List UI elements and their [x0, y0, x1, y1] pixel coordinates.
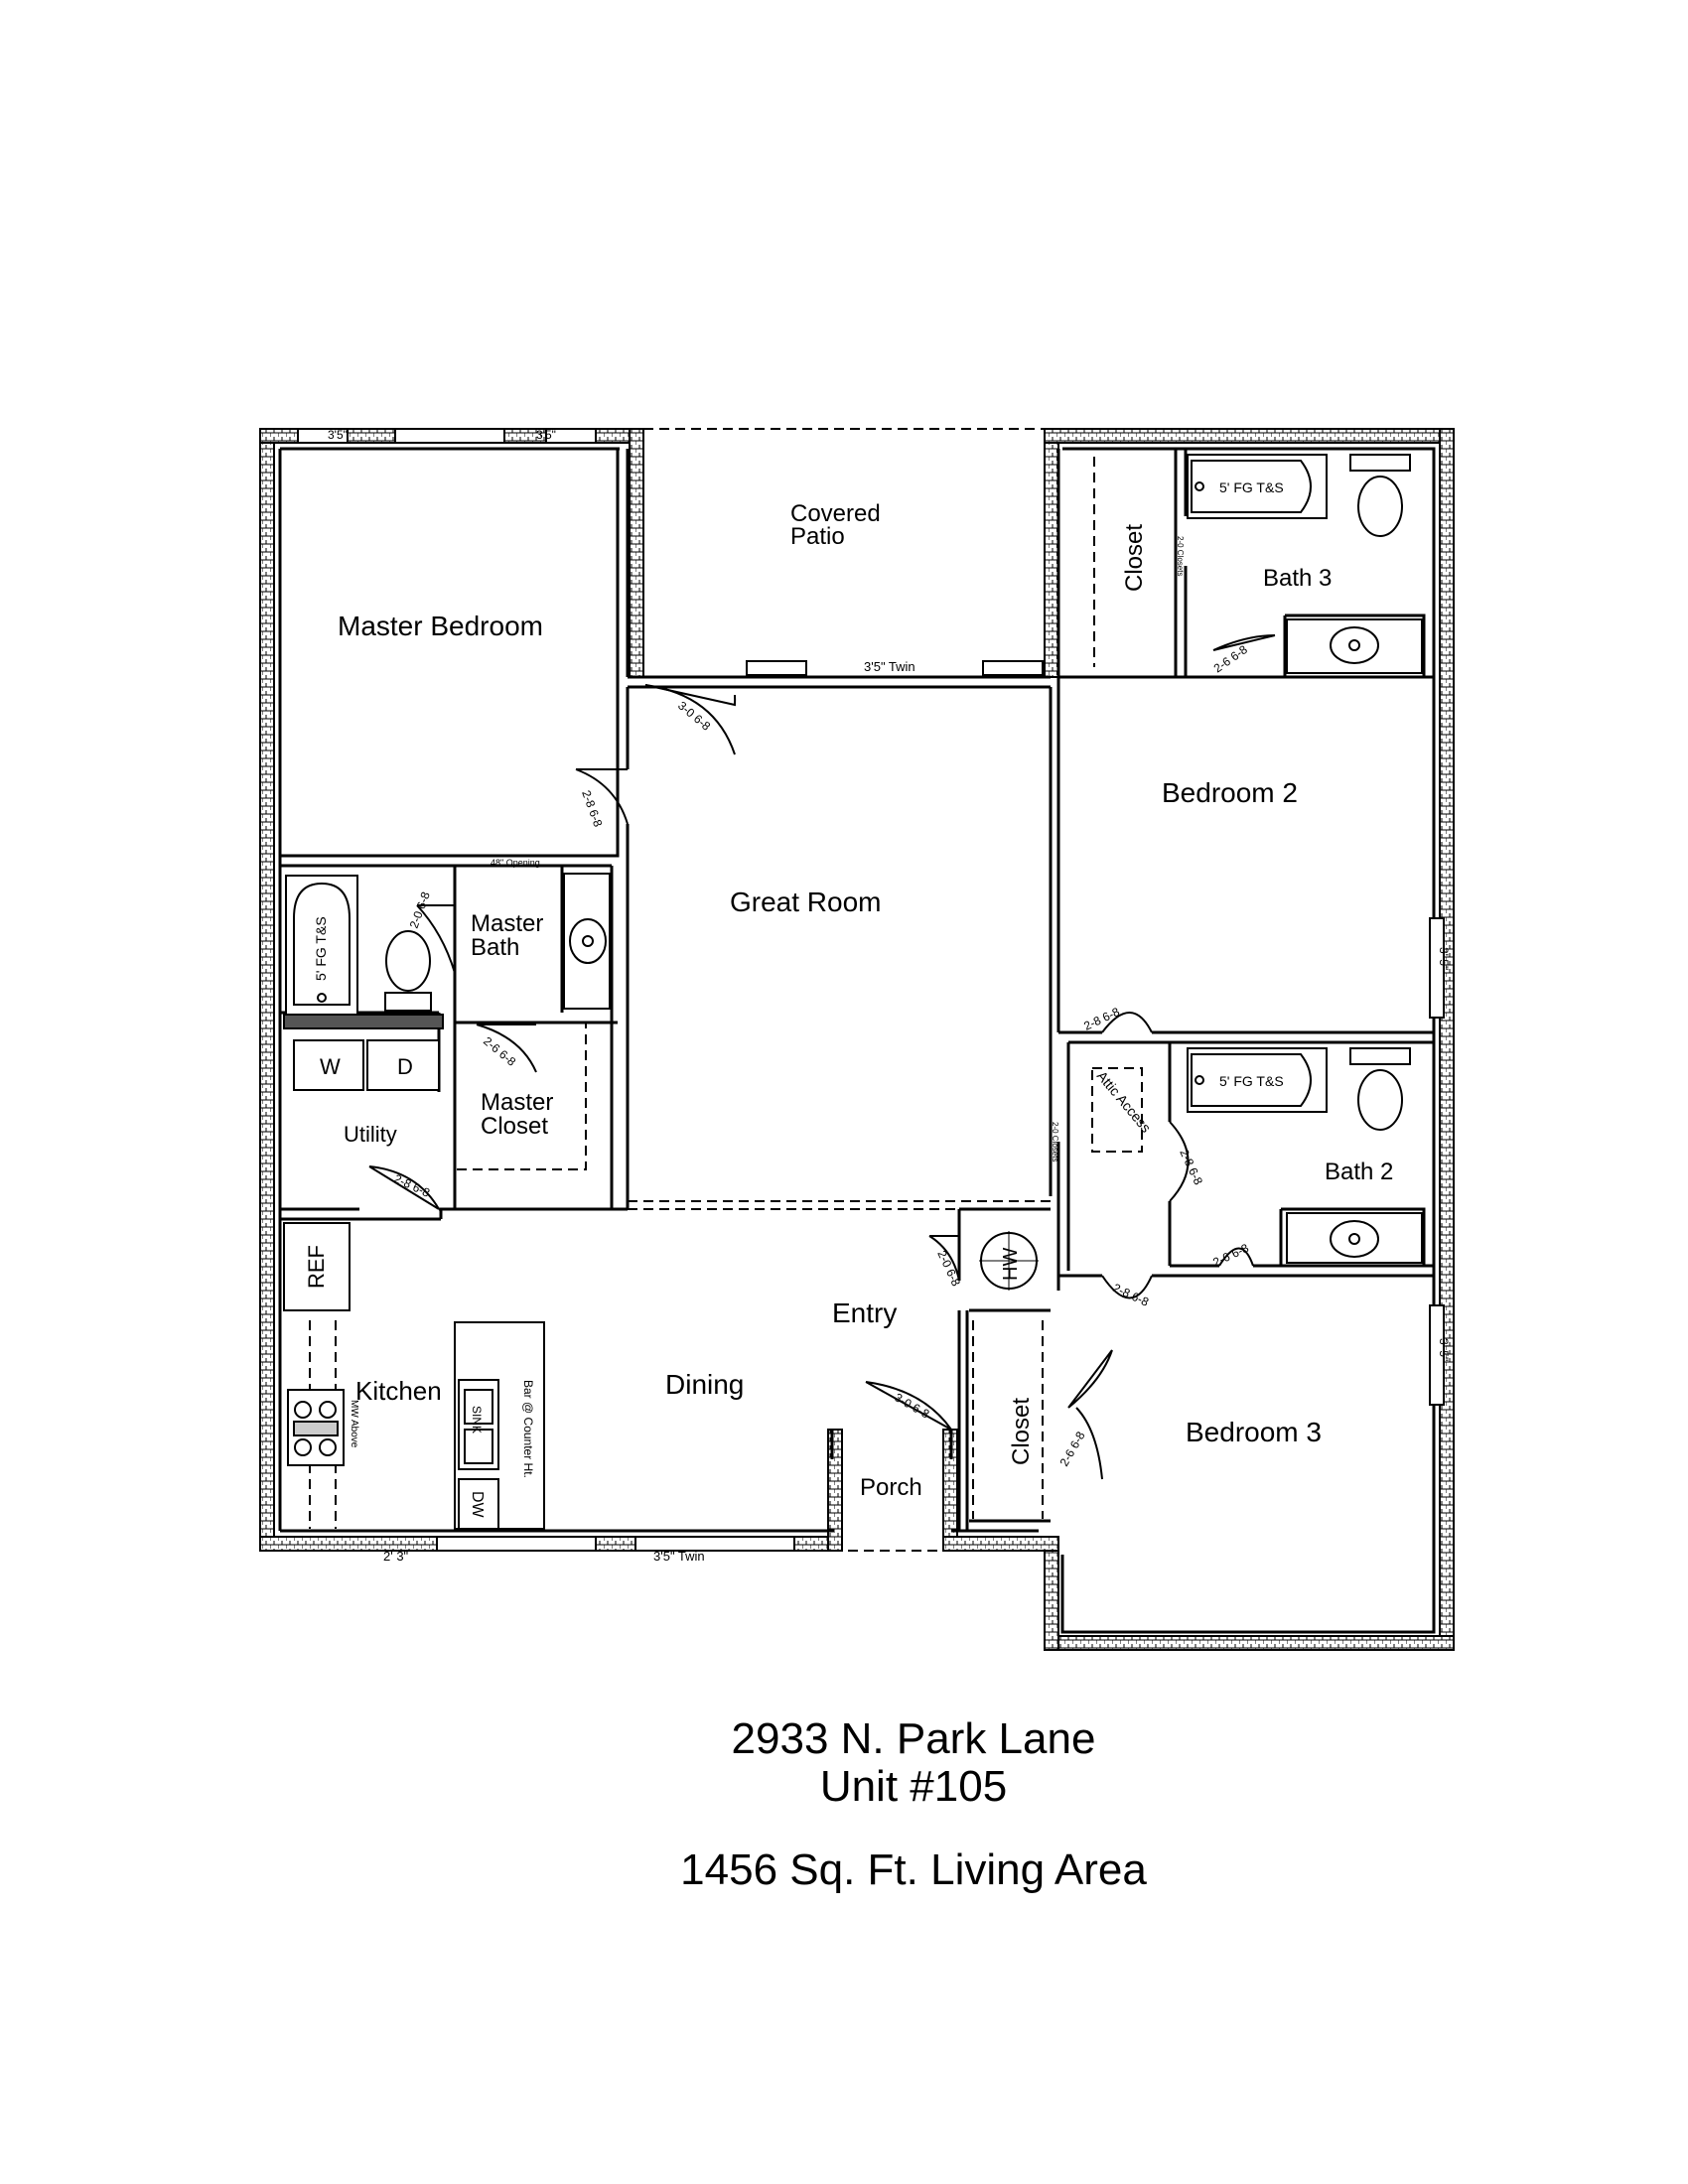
sink-label: SINK: [470, 1406, 484, 1433]
svg-text:3-0 6-8: 3-0 6-8: [675, 699, 713, 734]
room-label-bedroom-3: Bedroom 3: [1186, 1417, 1322, 1447]
address-caption: 2933 N. Park Lane: [731, 1714, 1096, 1763]
room-label-master-bedroom: Master Bedroom: [338, 611, 543, 641]
dryer-icon: [366, 1039, 440, 1091]
svg-text:3'5" Twin: 3'5" Twin: [653, 1549, 705, 1564]
refrigerator-icon: [283, 1222, 351, 1311]
water-heater-label: HW: [1000, 1248, 1022, 1281]
svg-text:3' 5": 3' 5": [1437, 947, 1451, 970]
room-label-closet: Closet: [1008, 1398, 1035, 1465]
door-swings: [368, 634, 1276, 1480]
room-label-great-room: Great Room: [730, 887, 882, 917]
svg-text:2-0 Closets: 2-0 Closets: [1176, 536, 1185, 576]
room-label-kitchen: Kitchen: [355, 1376, 442, 1406]
svg-text:3'5": 3'5": [536, 428, 556, 442]
fixtures: [283, 454, 1423, 1530]
room-label-master-bath: Master: [471, 910, 543, 937]
room-label-covered-patio: Covered: [790, 500, 881, 527]
svg-text:2-8 6-8: 2-8 6-8: [579, 788, 605, 829]
range-icon: [287, 1389, 345, 1466]
tub-label: 5' FG T&S: [1219, 479, 1284, 495]
svg-text:2-8 6-8: 2-8 6-8: [1177, 1147, 1205, 1187]
refrigerator-label: REF: [304, 1245, 329, 1289]
unit-caption: Unit #105: [819, 1762, 1008, 1811]
room-label-covered-patio: Patio: [790, 523, 845, 550]
svg-text:2-0 6-8: 2-0 6-8: [407, 889, 433, 930]
tub-label: 5' FG T&S: [1219, 1073, 1284, 1089]
tub-label: 5' FG T&S: [313, 916, 329, 981]
windows: [297, 428, 1445, 1552]
svg-text:2' 3": 2' 3": [383, 1549, 409, 1564]
attic-access-label: Attic Access: [1094, 1068, 1155, 1136]
svg-text:3' 5": 3' 5": [1437, 1338, 1451, 1361]
room-labels: Master Bedroom Covered Patio Great Room …: [338, 500, 1393, 1501]
svg-text:2-6 6-8: 2-6 6-8: [1056, 1429, 1087, 1468]
svg-text:2-8 6-8: 2-8 6-8: [1081, 1005, 1122, 1033]
toilet-icon: [384, 930, 432, 1012]
room-label-master-bath: Bath: [471, 934, 519, 961]
room-label-master-closet: Master: [481, 1089, 553, 1116]
mw-label: MW Above: [349, 1400, 359, 1448]
opening-label: 48" Opening: [491, 858, 540, 868]
svg-text:2-6 6-8: 2-6 6-8: [481, 1034, 518, 1069]
washer-label: W: [320, 1054, 341, 1079]
room-label-utility: Utility: [344, 1122, 397, 1147]
svg-text:2-8 6-8: 2-8 6-8: [392, 1171, 433, 1200]
dishwasher-label: DW: [469, 1491, 486, 1519]
svg-text:2-6 6-8: 2-6 6-8: [1210, 1241, 1251, 1270]
living-area-caption: 1456 Sq. Ft. Living Area: [680, 1845, 1147, 1894]
room-label-entry: Entry: [832, 1297, 897, 1328]
sink-icon: [1286, 618, 1423, 674]
svg-text:3'5" Twin: 3'5" Twin: [864, 659, 915, 674]
toilet-icon: [1349, 454, 1411, 537]
svg-text:2-8 6-8: 2-8 6-8: [1111, 1281, 1152, 1309]
bar-label: Bar @ Counter Ht.: [521, 1380, 535, 1478]
sink-icon: [1286, 1212, 1423, 1264]
washer-icon: [293, 1039, 364, 1091]
room-label-bath-2: Bath 2: [1325, 1159, 1393, 1185]
exterior-walls: [259, 428, 1455, 1651]
sink-icon: [563, 873, 611, 1010]
room-label-porch: Porch: [860, 1474, 922, 1501]
svg-text:2-6 6-8: 2-6 6-8: [1211, 642, 1250, 675]
water-heater-icon: [979, 1231, 1039, 1291]
room-label-bath-3: Bath 3: [1263, 565, 1332, 592]
toilet-icon: [1349, 1047, 1411, 1131]
room-label-dining: Dining: [665, 1369, 744, 1400]
interior-walls: [278, 447, 1436, 1634]
dryer-label: D: [397, 1054, 413, 1079]
room-label-closet: Closet: [1121, 524, 1148, 592]
window-labels: 3'5" 3'5" 3'5" Twin 3'5" Twin 2' 3" 3' 5…: [328, 428, 1451, 1564]
room-label-bedroom-2: Bedroom 2: [1162, 777, 1298, 808]
svg-text:3'5": 3'5": [328, 428, 348, 442]
room-label-master-closet: Closet: [481, 1113, 548, 1140]
svg-text:2-0 Closets: 2-0 Closets: [1051, 1122, 1059, 1161]
